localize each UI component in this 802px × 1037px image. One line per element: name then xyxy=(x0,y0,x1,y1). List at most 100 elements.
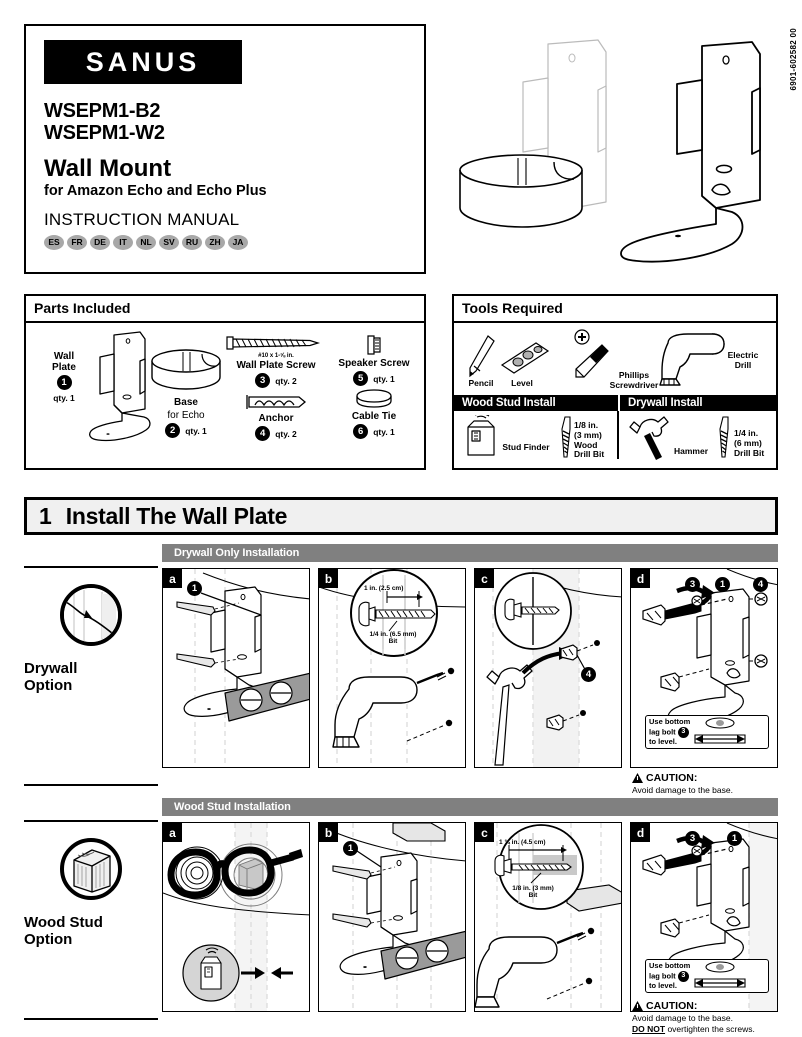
drywall-level-note-l1: Use bottom xyxy=(649,717,691,727)
drywall-figure-a-marker-1: 1 xyxy=(187,581,202,596)
tool-stud-finder-label: Stud Finder xyxy=(502,442,550,452)
tool-drywall-bit-l2: (6 mm) xyxy=(734,437,762,448)
woodstud-figure-d-marker-3: 3 xyxy=(685,831,700,846)
drywall-only-installation-bar: Drywall Only Installation xyxy=(162,544,778,562)
pencil-icon xyxy=(469,335,495,378)
part-base: Base for Echo 2 qty. 1 xyxy=(144,397,228,438)
language-badges: ES FR DE IT NL SV RU ZH JA xyxy=(44,234,406,250)
part-wall-plate: Wall Plate 1 qty. 1 xyxy=(36,351,92,403)
electric-drill-icon xyxy=(659,333,725,386)
drywall-option-label-l1: Drywall xyxy=(24,660,78,677)
warning-triangle-icon xyxy=(632,1001,643,1011)
level-icon xyxy=(500,342,550,374)
woodstud-figure-c-tag: c xyxy=(475,823,494,842)
language-badge-fr: FR xyxy=(67,234,87,250)
tool-drywall-bit-l1: 1/4 in. xyxy=(734,428,759,438)
part-anchor-label: Anchor xyxy=(258,413,294,424)
tools-required-title: Tools Required xyxy=(454,296,776,323)
phillips-screwdriver-icon xyxy=(574,329,609,378)
wood-stud-installation-bar: Wood Stud Installation xyxy=(162,798,778,816)
tool-wood-bit-l4: Drill Bit xyxy=(574,449,605,460)
woodstud-figure-c-callout-b2: Bit xyxy=(528,892,538,900)
language-badge-es: ES xyxy=(44,234,64,250)
anchor-icon xyxy=(246,395,307,409)
step-1-title: Install The Wall Plate xyxy=(65,502,288,529)
wood-stud-option-label: Wood Stud Option xyxy=(24,914,158,949)
woodstud-caution: CAUTION: Avoid damage to the base. DO NO… xyxy=(632,1000,782,1034)
woodstud-figure-a-tag: a xyxy=(163,823,182,842)
drywall-figure-b-callout-top: 1 in. (2.5 cm) xyxy=(364,585,404,592)
part-number-badge-6: 6 xyxy=(353,424,369,439)
drywall-option-column: Drywall Option xyxy=(24,566,158,786)
part-speaker-screw-label: Speaker Screw xyxy=(338,358,410,369)
language-badge-de: DE xyxy=(90,234,110,250)
woodstud-caution-title: CAUTION: xyxy=(646,1000,698,1012)
drywall-level-note-l3: to level. xyxy=(649,736,677,746)
drywall-figure-a: a xyxy=(162,568,310,768)
part-cable-tie-label: Cable Tie xyxy=(351,411,397,422)
drywall-figure-d-marker-1: 1 xyxy=(715,577,730,592)
woodstud-figure-d-marker-1: 1 xyxy=(727,831,742,846)
step-1-header: 1 Install The Wall Plate xyxy=(24,497,778,535)
part-cable-tie: Cable Tie 6 qty. 1 xyxy=(326,389,422,439)
tool-drill-label-l2: Drill xyxy=(734,359,752,370)
part-cable-tie-qty: qty. 1 xyxy=(373,426,395,437)
woodstud-figure-b: b xyxy=(318,822,466,1012)
part-speaker-screw-qty: qty. 1 xyxy=(373,373,395,384)
drywall-figure-d-marker-3: 3 xyxy=(685,577,700,592)
wood-drill-bit-icon xyxy=(561,416,571,458)
part-base-sublabel: for Echo xyxy=(167,410,205,421)
drywall-figure-d-marker-4: 4 xyxy=(753,577,768,592)
model-number-1: WSEPM1-B2 xyxy=(44,100,161,122)
hammer-icon xyxy=(629,416,669,460)
manual-label: INSTRUCTION MANUAL xyxy=(44,209,240,229)
product-illustration xyxy=(450,22,780,272)
woodstud-figure-b-marker-1: 1 xyxy=(343,841,358,856)
tool-wood-bit-l2: (3 mm) xyxy=(574,429,602,440)
drywall-figure-b-tag: b xyxy=(319,569,338,588)
tool-pencil-label: Pencil xyxy=(468,378,494,388)
tool-drill-label-l1: Electric xyxy=(727,350,759,360)
part-number-badge-3: 3 xyxy=(255,373,271,388)
drywall-figure-b: b xyxy=(318,568,466,768)
woodstud-figure-b-tag: b xyxy=(319,823,338,842)
drywall-option-rule-bottom xyxy=(24,784,158,786)
drywall-caution-title: CAUTION: xyxy=(646,772,698,784)
language-badge-ru: RU xyxy=(182,234,202,250)
document-side-code: 6901-602582 00 xyxy=(789,28,798,91)
page-title: Wall Mount xyxy=(44,154,172,182)
drywall-figure-d: d xyxy=(630,568,778,768)
tool-screwdriver-label-l1: Phillips xyxy=(618,370,650,380)
wood-stud-option-column: Wood Stud Option xyxy=(24,820,158,1020)
language-badge-sv: SV xyxy=(159,234,179,250)
brand-name: SANUS xyxy=(85,46,201,77)
woodstud-level-note-l3: to level. xyxy=(649,980,677,990)
model-number-2: WSEPM1-W2 xyxy=(44,122,165,145)
part-wall-plate-label-1: Wall xyxy=(53,351,75,362)
woodstud-caution-line2: overtighten the screws. xyxy=(667,1023,755,1034)
wall-plate-screw-spec: #10 x 1-⅝ in. xyxy=(258,353,294,359)
level-bubble-icon xyxy=(694,961,746,988)
step-1-number: 1 xyxy=(39,502,52,529)
language-badge-nl: NL xyxy=(136,234,156,250)
drywall-drill-bit-icon xyxy=(719,416,729,458)
woodstud-figure-c-callout-bottom: 1/8 in. (3 mm) Bit xyxy=(493,885,573,900)
sanus-logo: SANUS xyxy=(44,40,242,84)
woodstud-caution-header: CAUTION: xyxy=(632,1000,782,1012)
drywall-option-rule-top xyxy=(24,566,158,568)
woodstud-caution-line1: Avoid damage to the base. xyxy=(632,1013,733,1023)
stud-finder-icon xyxy=(467,415,495,456)
tools-column-divider xyxy=(617,411,619,459)
woodstud-figure-c-callout-b1: 1/8 in. (3 mm) xyxy=(512,885,554,892)
woodstud-level-note-l2: lag bolt xyxy=(649,970,676,980)
drywall-figure-a-tag: a xyxy=(163,569,182,588)
drywall-level-note: Use bottom lag bolt 3 to level. xyxy=(645,715,769,749)
drywall-figure-c-marker-4: 4 xyxy=(581,667,596,682)
part-number-badge-2: 2 xyxy=(165,423,181,438)
part-wall-plate-screw-label: Wall Plate Screw xyxy=(236,360,316,371)
drywall-figure-c: c xyxy=(474,568,622,768)
part-anchor-qty: qty. 2 xyxy=(275,428,297,439)
woodstud-level-note-l1: Use bottom xyxy=(649,961,691,971)
part-wall-plate-label-2: Plate xyxy=(52,362,76,373)
part-base-image xyxy=(148,347,224,393)
